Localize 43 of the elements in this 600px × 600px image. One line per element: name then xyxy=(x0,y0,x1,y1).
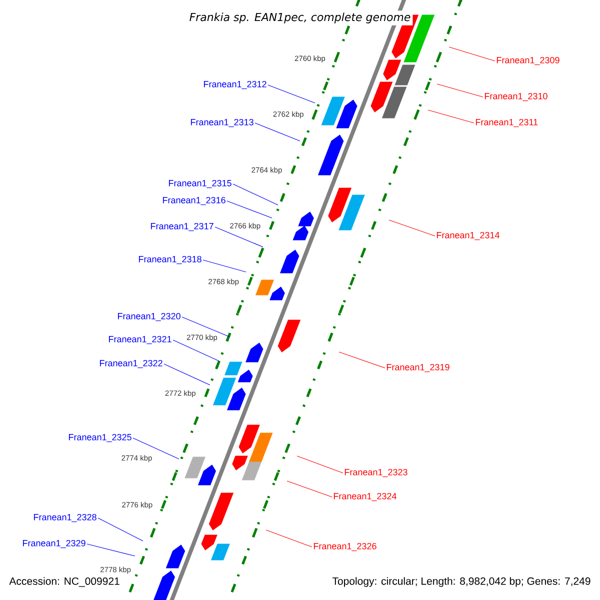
leader-line xyxy=(182,316,230,338)
gene-label: Franean1_2309 xyxy=(496,56,560,66)
gene-label: Franean1_2315 xyxy=(168,180,232,188)
leader-line xyxy=(268,84,316,104)
title: Frankia sp. EAN1pec, complete genome xyxy=(187,10,413,26)
accession-text: Accession: NC_009921 xyxy=(8,576,121,588)
gene-label: Franean1_2317 xyxy=(150,222,214,232)
gene-label: Franean1_2329 xyxy=(22,540,86,548)
leader-line xyxy=(164,364,210,386)
gene-label: Franean1_2310 xyxy=(484,92,548,102)
gene-label: Franean1_2312 xyxy=(204,80,266,90)
leader-line xyxy=(98,518,144,542)
gene-label: Franean1_2325 xyxy=(68,434,132,442)
leader-line xyxy=(132,438,180,460)
leader-line xyxy=(232,184,278,206)
genome-info-text: Topology: circular; Length: 8,982,042 bp; Genes: 7,249 xyxy=(331,576,592,588)
leader-line xyxy=(286,480,332,498)
leader-line xyxy=(296,456,344,474)
leader-line xyxy=(388,220,436,236)
gene-label: Franean1_2324 xyxy=(334,492,396,502)
gene-label: Franean1_2316 xyxy=(162,196,226,206)
leader-line xyxy=(86,544,136,556)
leader-line xyxy=(448,46,496,62)
gene-label: Franean1_2313 xyxy=(190,118,254,128)
gene-label: Franean1_2311 xyxy=(476,118,538,128)
gene-label: Franean1_2322 xyxy=(100,360,162,368)
gene-label: Franean1_2328 xyxy=(34,514,96,522)
leader-line xyxy=(226,200,272,218)
leader-line xyxy=(202,260,246,272)
leader-line xyxy=(172,340,220,362)
gene-label: Franean1_2314 xyxy=(436,232,500,240)
gene-label: Franean1_2318 xyxy=(138,256,202,264)
gene-label: Franean1_2326 xyxy=(314,542,376,552)
gene-label: Franean1_2321 xyxy=(108,336,172,344)
leader-line xyxy=(428,110,474,124)
leader-line xyxy=(266,530,312,548)
leader-line xyxy=(436,84,484,98)
leader-line xyxy=(214,226,264,248)
leader-line xyxy=(338,352,386,368)
leader-line xyxy=(254,122,300,142)
gene-label: Franean1_2323 xyxy=(344,468,408,478)
gene-label: Franean1_2320 xyxy=(118,312,180,322)
gene-label: Franean1_2319 xyxy=(386,364,450,372)
